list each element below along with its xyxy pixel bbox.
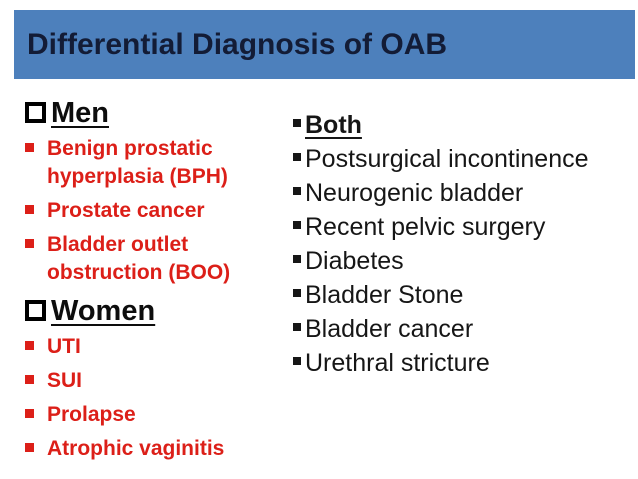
section-heading-men: Men bbox=[25, 95, 293, 131]
square-bullet-icon bbox=[293, 153, 301, 161]
square-bullet-icon bbox=[293, 289, 301, 297]
square-bullet-icon bbox=[25, 205, 34, 214]
list-item: SUI bbox=[25, 367, 293, 395]
section-heading-label: Men bbox=[51, 97, 109, 129]
list-item-label: Recent pelvic surgery bbox=[305, 213, 546, 241]
list-item: Bladder cancer bbox=[293, 312, 633, 346]
list-item-label: UTI bbox=[47, 335, 81, 358]
square-bullet-icon bbox=[293, 357, 301, 365]
checkbox-bullet-icon bbox=[25, 300, 46, 321]
list-item-label: Benign prostatic hyperplasia (BPH) bbox=[47, 137, 228, 188]
list-item-label: Neurogenic bladder bbox=[305, 179, 524, 207]
list-item: Diabetes bbox=[293, 244, 633, 278]
list-item: Prostate cancer bbox=[25, 197, 293, 225]
page-title: Differential Diagnosis of OAB bbox=[27, 27, 448, 61]
list-item: Bladder outlet obstruction (BOO) bbox=[25, 231, 293, 287]
list-item-label: SUI bbox=[47, 369, 83, 392]
list-item-label: Postsurgical incontinence bbox=[305, 145, 589, 173]
title-bar: Differential Diagnosis of OAB bbox=[14, 10, 635, 79]
list-item-label: Urethral stricture bbox=[305, 349, 490, 377]
list-item-label: Prostate cancer bbox=[47, 199, 205, 222]
list-item: Neurogenic bladder bbox=[293, 176, 633, 210]
list-item-label: Prolapse bbox=[47, 403, 136, 426]
square-bullet-icon bbox=[25, 443, 34, 452]
section-heading-label: Women bbox=[51, 295, 156, 327]
list-item: Benign prostatic hyperplasia (BPH) bbox=[25, 135, 293, 191]
checkbox-bullet-icon bbox=[25, 102, 46, 123]
list-item: Postsurgical incontinence bbox=[293, 142, 633, 176]
list-item: Atrophic vaginitis bbox=[25, 435, 293, 463]
list-item: Prolapse bbox=[25, 401, 293, 429]
square-bullet-icon bbox=[293, 119, 301, 127]
square-bullet-icon bbox=[25, 341, 34, 350]
list-item: UTI bbox=[25, 333, 293, 361]
section-heading-women: Women bbox=[25, 293, 293, 329]
list-item: Bladder Stone bbox=[293, 278, 633, 312]
square-bullet-icon bbox=[25, 143, 34, 152]
list-item-label: Atrophic vaginitis bbox=[47, 437, 225, 460]
square-bullet-icon bbox=[293, 255, 301, 263]
list-item: Recent pelvic surgery bbox=[293, 210, 633, 244]
square-bullet-icon bbox=[293, 323, 301, 331]
section-heading-both: Both bbox=[293, 108, 633, 142]
square-bullet-icon bbox=[25, 375, 34, 384]
section-heading-label: Both bbox=[305, 111, 362, 139]
list-item-label: Bladder cancer bbox=[305, 315, 474, 343]
right-column: Both Postsurgical incontinence Neurogeni… bbox=[293, 108, 633, 380]
square-bullet-icon bbox=[25, 409, 34, 418]
list-item-label: Bladder Stone bbox=[305, 281, 464, 309]
square-bullet-icon bbox=[293, 187, 301, 195]
square-bullet-icon bbox=[25, 239, 34, 248]
square-bullet-icon bbox=[293, 221, 301, 229]
list-item-label: Diabetes bbox=[305, 247, 404, 275]
list-item: Urethral stricture bbox=[293, 346, 633, 380]
list-item-label: Bladder outlet obstruction (BOO) bbox=[47, 233, 231, 284]
left-column: Men Benign prostatic hyperplasia (BPH) P… bbox=[25, 95, 293, 469]
